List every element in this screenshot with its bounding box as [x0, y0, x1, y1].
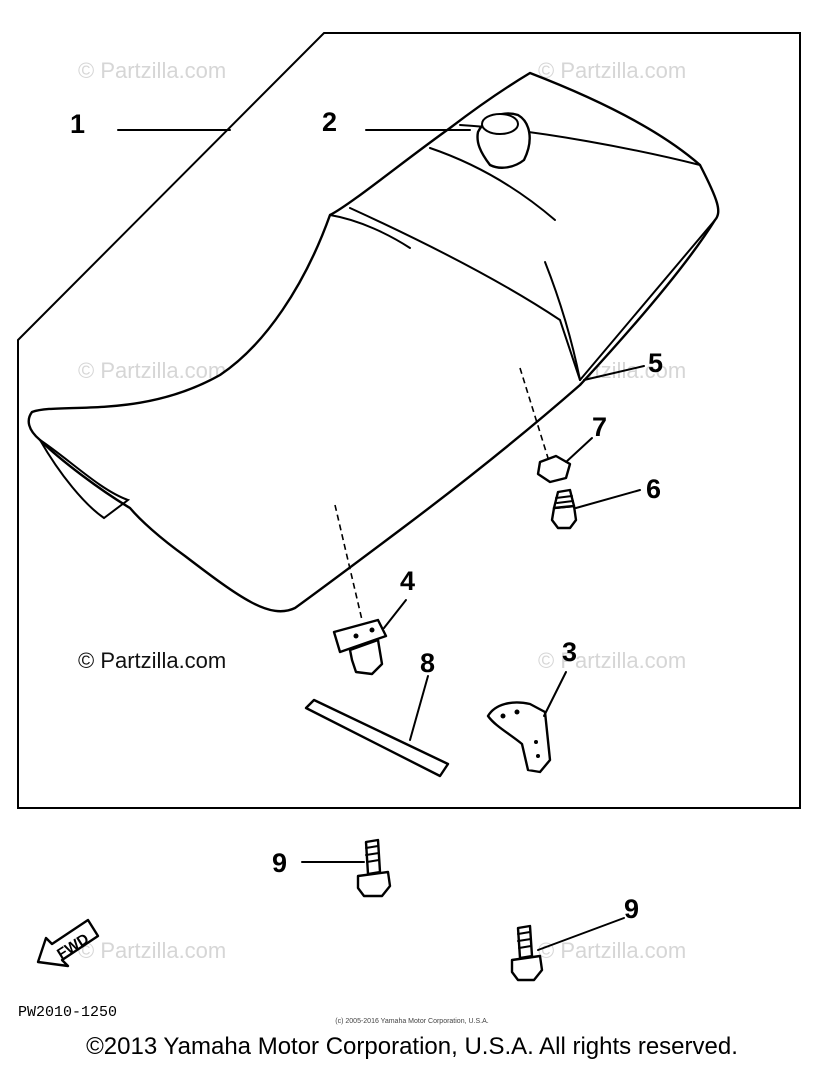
- watermark: © Partzilla.com: [78, 358, 226, 383]
- watermark: © Partzilla.com: [78, 58, 226, 83]
- leader-line: [575, 489, 641, 509]
- footer-copyright: ©2013 Yamaha Motor Corporation, U.S.A. A…: [86, 1033, 738, 1060]
- leader-line: [383, 599, 407, 629]
- leader-line: [583, 365, 645, 381]
- leader-line: [409, 675, 429, 741]
- fitting-line: [519, 367, 549, 459]
- callout-1: 1: [70, 109, 85, 139]
- callout-6: 6: [646, 474, 661, 504]
- small-copyright: (c) 2005-2016 Yamaha Motor Corporation, …: [335, 1018, 488, 1025]
- leader-line: [537, 917, 625, 951]
- callout-3: 3: [562, 637, 577, 667]
- screw-part-6: [550, 488, 578, 530]
- diagram-code: PW2010-1250: [18, 1004, 117, 1021]
- callout-7: 7: [592, 412, 607, 442]
- leader-line: [565, 437, 593, 463]
- callout-5: 5: [648, 348, 663, 378]
- watermark: © Partzilla.com: [538, 648, 686, 673]
- bracket-part-3: [486, 701, 552, 774]
- callout-2: 2: [322, 107, 337, 137]
- watermark: © Partzilla.com: [538, 58, 686, 83]
- leader-line: [543, 671, 567, 717]
- watermark: © Partzilla.com: [78, 648, 226, 673]
- watermark: © Partzilla.com: [538, 938, 686, 963]
- bracket-part-4: [332, 618, 388, 676]
- strip-part-8: [304, 698, 450, 778]
- callout-9: 9: [624, 894, 639, 924]
- diagram-frame: [17, 32, 801, 809]
- damper-part-7: [536, 454, 572, 484]
- callout-9: 9: [272, 848, 287, 878]
- seat-assembly: [27, 71, 720, 613]
- callout-8: 8: [420, 648, 435, 678]
- bolt-part-9: [510, 924, 544, 982]
- watermark: © Partzilla.com: [78, 938, 226, 963]
- bolt-part-9: [356, 838, 392, 898]
- callout-4: 4: [400, 566, 415, 596]
